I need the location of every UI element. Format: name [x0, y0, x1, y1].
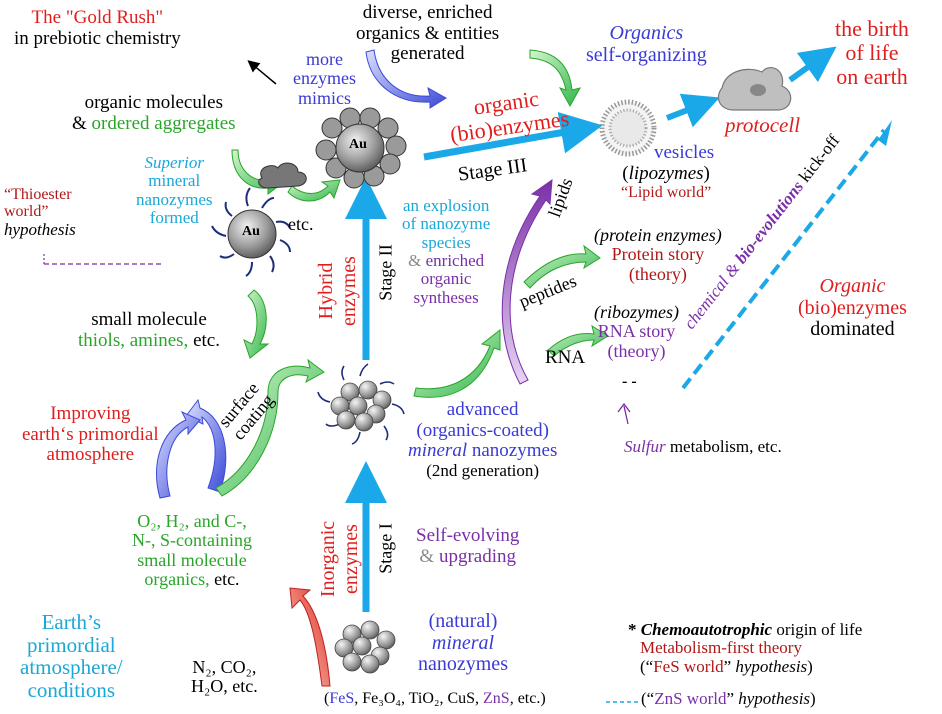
green-arrow-explosion: [413, 328, 501, 398]
stage2-label: Stage II: [375, 244, 396, 301]
sulfur-arrow: [617, 402, 631, 425]
au-label-center: Au: [349, 137, 367, 152]
inorganic-enzymes-label: Inorganic enzymes: [317, 520, 362, 598]
small-molecule-label: small molecule thiols, amines, etc.: [78, 309, 220, 351]
green-arrow-peptides: [523, 244, 601, 289]
red-arrow: [289, 587, 331, 687]
zns-world-label: (“ZnS world” hypothesis): [641, 689, 816, 708]
birth-label: the birth of life on earth: [835, 16, 909, 89]
vesicle: [599, 99, 657, 157]
kickoff-dashed-arrow: [681, 128, 886, 390]
vesicles-label: vesicles (lipozymes) “Lipid world”: [620, 142, 715, 202]
stage3-arrow: [423, 111, 603, 161]
hybrid-enzymes-label: Hybrid enzymes: [315, 256, 360, 326]
rna-label: RNA: [545, 347, 586, 368]
protein-label: (protein enzymes) Protein story (theory): [594, 225, 722, 284]
blue-arrow-improving: [185, 398, 227, 493]
sulfur-label: Sulfur metabolism, etc.: [624, 437, 782, 456]
green-arrow-upper: [287, 179, 341, 202]
protocell-label: protocell: [725, 113, 801, 137]
protocell-arrow-2: [788, 46, 837, 83]
earths-label: Earth’s primordial atmosphere/ condition…: [20, 610, 123, 703]
n2-label: N₂, CO₂, H₂O, etc.: [191, 657, 258, 697]
green-arrow-coating: [215, 358, 325, 497]
superior-label: Superior mineral nanozymes formed: [136, 153, 213, 228]
purple-arrow-lipids: [501, 178, 553, 385]
o2-label: O₂, H₂, and C-, N-, S-containing small m…: [132, 511, 252, 590]
cloud-aggregate: [258, 162, 307, 189]
minerals-label: (FeS, Fe₃O₄, TiO₂, CuS, ZnS, etc.): [324, 690, 546, 707]
au-particle-aggregate: [315, 107, 407, 189]
coated-cluster: [317, 363, 405, 445]
au-label-left: Au: [242, 224, 260, 239]
more-enzymes-label: more enzymes mimics: [293, 49, 356, 108]
green-arrow-top: [529, 49, 581, 108]
blue-arrow-top: [365, 49, 447, 109]
diverse-label: diverse, enriched organics & entities ge…: [356, 2, 500, 65]
gold-rush-label: The "Gold Rush" in prebiotic chemistry: [14, 7, 181, 49]
mineral-cluster: [334, 620, 396, 674]
stage1-label: Stage I: [375, 523, 396, 574]
stage-arrows: [345, 46, 892, 612]
explosion-label: an explosion of nanozyme species & enric…: [402, 196, 491, 307]
self-evolving-label: Self-evolving & upgrading: [416, 525, 520, 567]
etc-label: etc.: [288, 214, 314, 234]
blue-arrow-left: [156, 410, 201, 499]
organics-self-label: Organics self-organizing: [586, 22, 707, 66]
green-arrow-rna: [547, 324, 609, 357]
curved-arrows: [156, 49, 609, 687]
protocell: [717, 67, 792, 111]
au-particle-ligands: [211, 187, 291, 277]
ribozymes-label: (ribozymes) RNA story (theory): [594, 302, 679, 361]
dashes-label: - -: [622, 373, 637, 390]
thioester-label: “Thioester world” hypothesis: [4, 186, 76, 239]
organic-molecules-label: organic molecules & ordered aggregates: [72, 92, 236, 134]
advanced-label: advanced (organics-coated) mineral nanoz…: [408, 399, 558, 480]
protocell-arrow-1: [665, 93, 720, 128]
improving-label: Improving earth‘s primordial atmosphere: [22, 403, 159, 466]
green-arrow-thiols: [243, 289, 270, 359]
organic-dominated-label: Organic (bio)enzymes dominated: [798, 275, 907, 341]
chemo-label: * Chemoautotrophic origin of life Metabo…: [628, 620, 863, 676]
gold-rush-arrow: [247, 60, 277, 85]
natural-label: (natural) mineral nanozymes: [418, 610, 508, 676]
kickoff-arrowhead: [878, 120, 892, 146]
